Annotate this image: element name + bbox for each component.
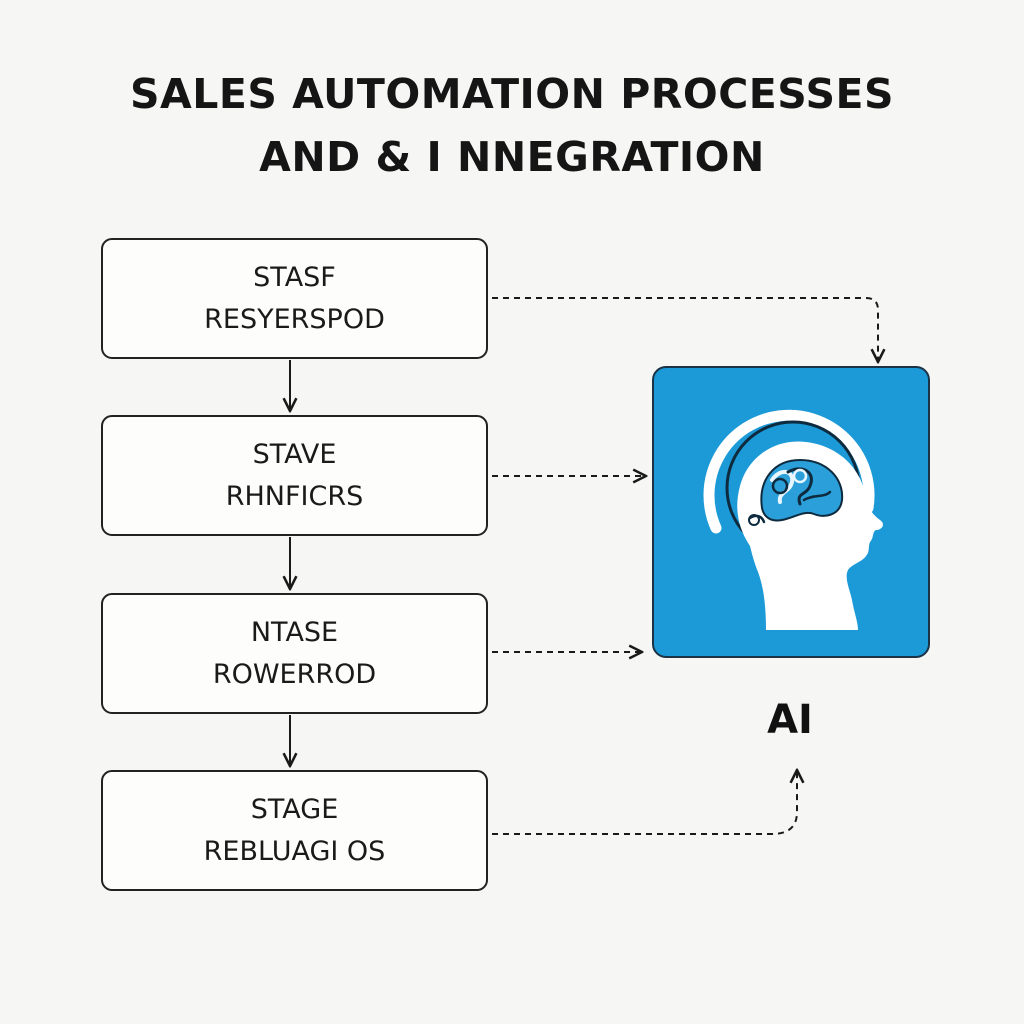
stage-4-to-ai-dashed-arrow <box>492 770 797 835</box>
stage-box-4: STAGE REBLUAGI OS <box>101 770 488 891</box>
stage-box-3: NTASE ROWERROD <box>101 593 488 714</box>
stage-1-to-ai-dashed-arrow <box>492 297 878 362</box>
stage-3-title: NTASE <box>250 617 339 648</box>
ai-head-icon <box>703 409 883 630</box>
stage-1-title: STASF <box>253 262 336 293</box>
diagram-title-line-1: SALES AUTOMATION PROCESSES <box>129 70 895 118</box>
stage-4-title: STAGE <box>250 794 339 825</box>
stage-2-subtitle: RHNFICRS <box>225 481 364 512</box>
ai-label: AI <box>767 697 813 743</box>
stage-2-title: STAVE <box>252 439 337 470</box>
stage-box-1: STASF RESYERSPOD <box>101 238 488 359</box>
stage-4-subtitle: REBLUAGI OS <box>203 836 386 867</box>
ai-panel <box>652 366 930 658</box>
stage-box-2: STAVE RHNFICRS <box>101 415 488 536</box>
stage-1-subtitle: RESYERSPOD <box>204 304 385 335</box>
diagram-title-line-2: AND & I NNEGRATION <box>259 133 765 181</box>
stage-3-subtitle: ROWERROD <box>212 659 377 690</box>
